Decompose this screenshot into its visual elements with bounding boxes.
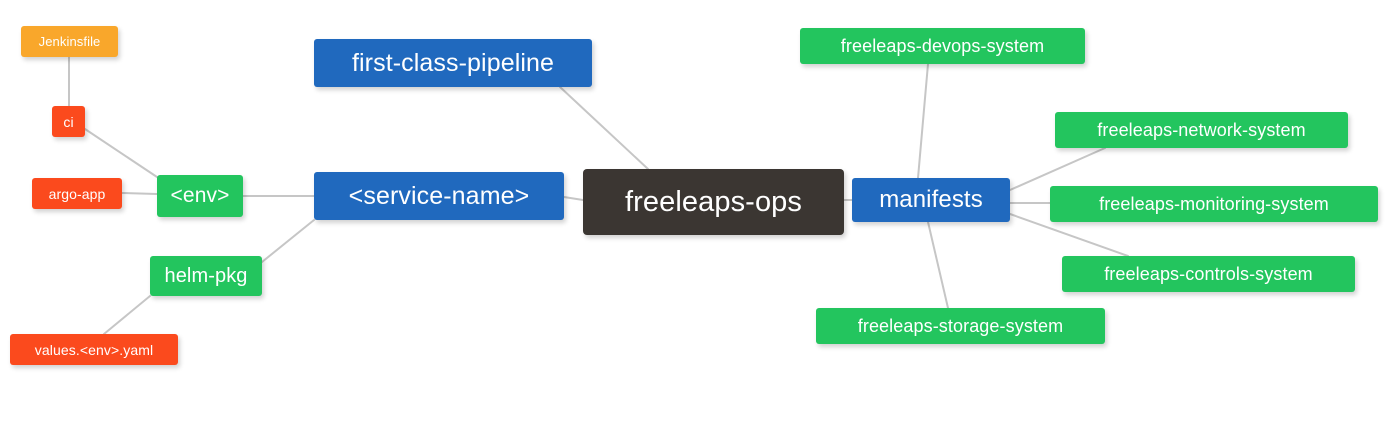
node-env[interactable]: <env>	[157, 175, 243, 217]
node-ci[interactable]: ci	[52, 106, 85, 137]
node-label: helm-pkg	[164, 264, 248, 287]
node-service-name[interactable]: <service-name>	[314, 172, 564, 220]
edge-argo-app-to-env	[121, 192, 158, 195]
node-label: argo-app	[48, 185, 106, 202]
node-label: freeleaps-devops-system	[840, 35, 1045, 56]
node-label: freeleaps-storage-system	[857, 315, 1064, 336]
edge-manifests-to-storage-system	[927, 221, 949, 309]
node-label: freeleaps-network-system	[1097, 119, 1306, 140]
node-label: <env>	[170, 184, 230, 207]
edge-first-class-pipeline-to-freeleaps-ops	[559, 86, 649, 170]
node-devops-system[interactable]: freeleaps-devops-system	[800, 28, 1085, 64]
node-label: Jenkinsfile	[38, 34, 101, 49]
node-label: ci	[63, 113, 74, 130]
node-helm-pkg[interactable]: helm-pkg	[150, 256, 262, 296]
node-label: <service-name>	[348, 181, 530, 210]
edge-values-yaml-to-helm-pkg	[103, 295, 151, 335]
node-freeleaps-ops[interactable]: freeleaps-ops	[583, 169, 844, 235]
node-jenkinsfile[interactable]: Jenkinsfile	[21, 26, 118, 57]
node-label: freeleaps-monitoring-system	[1099, 193, 1329, 214]
node-storage-system[interactable]: freeleaps-storage-system	[816, 308, 1105, 344]
node-label: first-class-pipeline	[351, 48, 555, 77]
edge-ci-to-env	[84, 128, 158, 178]
edge-manifests-to-devops-system	[917, 63, 929, 179]
edge-service-name-to-freeleaps-ops	[563, 196, 584, 201]
node-label: freeleaps-controls-system	[1104, 263, 1313, 284]
node-label: freeleaps-ops	[624, 185, 802, 218]
node-label: manifests	[879, 186, 983, 213]
edge-manifests-to-network-system	[1009, 147, 1106, 191]
edge-helm-pkg-to-service-name	[261, 219, 315, 263]
node-monitoring-system[interactable]: freeleaps-monitoring-system	[1050, 186, 1378, 222]
node-first-class-pipeline[interactable]: first-class-pipeline	[314, 39, 592, 87]
node-manifests[interactable]: manifests	[852, 178, 1010, 222]
node-controls-system[interactable]: freeleaps-controls-system	[1062, 256, 1355, 292]
node-network-system[interactable]: freeleaps-network-system	[1055, 112, 1348, 148]
node-values-yaml[interactable]: values.<env>.yaml	[10, 334, 178, 365]
node-label: values.<env>.yaml	[34, 341, 154, 358]
node-argo-app[interactable]: argo-app	[32, 178, 122, 209]
